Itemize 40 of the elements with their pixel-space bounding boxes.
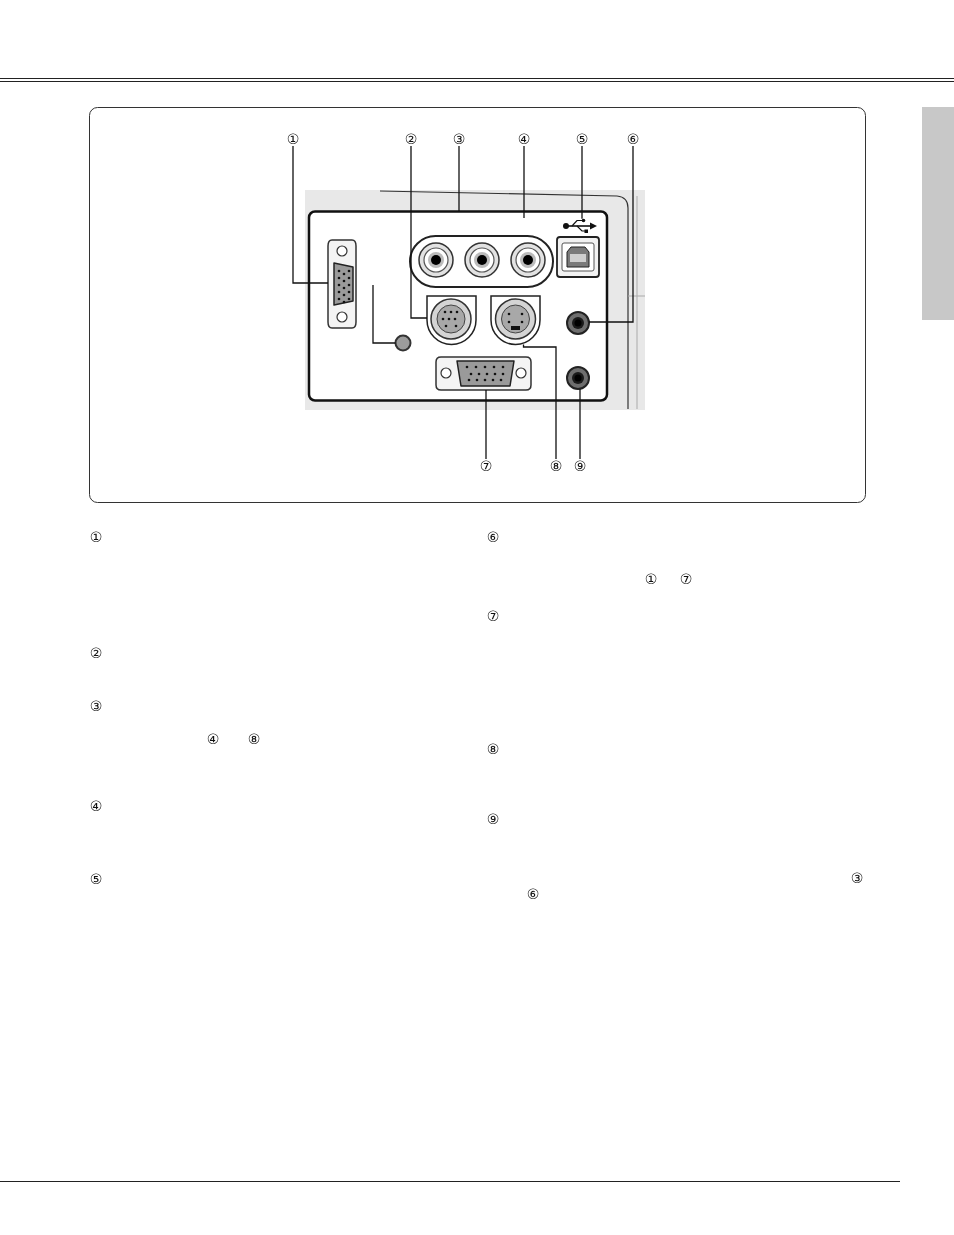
callout-number: ⑥ <box>526 887 540 901</box>
callout-number: ④ <box>89 799 103 813</box>
leader-line <box>581 145 583 220</box>
leader-line <box>410 145 428 319</box>
leader-line <box>458 145 460 213</box>
callout-number: ⑦ <box>486 609 500 623</box>
callout-number: ④ <box>206 732 220 746</box>
callout-number: ② <box>404 132 418 146</box>
callout-number: ① <box>286 132 300 146</box>
leader-line <box>485 389 487 460</box>
callout-number: ⑧ <box>486 742 500 756</box>
callout-number: ⑧ <box>549 459 563 473</box>
callout-number: ⑦ <box>479 459 493 473</box>
callout-number: ⑥ <box>626 132 640 146</box>
leader-line <box>522 343 557 460</box>
leader-line <box>372 284 397 344</box>
vga-port <box>435 356 532 391</box>
leader-line <box>579 388 581 460</box>
callout-number: ⑨ <box>486 812 500 826</box>
callout-number: ⑦ <box>679 572 693 586</box>
callout-number: ① <box>89 530 103 544</box>
callout-number: ③ <box>452 132 466 146</box>
callout-number: ① <box>644 572 658 586</box>
leader-line <box>292 145 329 284</box>
callout-number: ⑤ <box>575 132 589 146</box>
callout-number: ⑥ <box>486 530 500 544</box>
round-button <box>394 334 412 352</box>
callout-number: ② <box>89 646 103 660</box>
leader-line <box>523 145 525 219</box>
usb-symbol-icon <box>563 218 597 233</box>
callout-number: ⑧ <box>247 732 261 746</box>
callout-number: ③ <box>850 871 864 885</box>
callout-number: ⑤ <box>89 872 103 886</box>
s-video-port <box>490 295 541 346</box>
callout-number: ④ <box>517 132 531 146</box>
callout-number: ③ <box>89 699 103 713</box>
callout-number: ⑨ <box>573 459 587 473</box>
leader-line <box>588 145 634 323</box>
mini-din-port <box>426 295 477 346</box>
vga-port <box>327 239 357 329</box>
